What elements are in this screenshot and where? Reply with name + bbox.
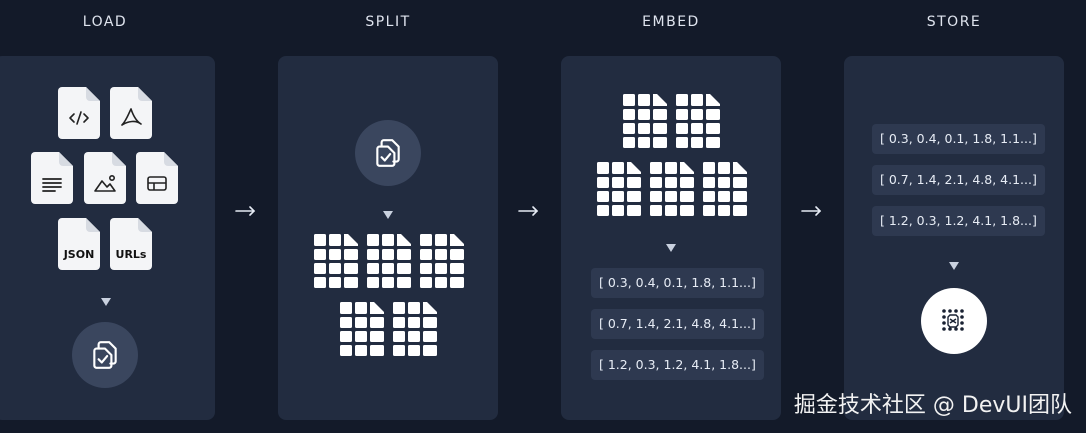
documents-circle	[72, 322, 138, 388]
stored-vector: [ 0.3, 0.4, 0.1, 1.8, 1.1...]	[872, 124, 1045, 154]
chunk-grid-icon	[420, 234, 464, 288]
chunk-grid-icon	[393, 302, 437, 356]
arrow-right-icon	[517, 204, 541, 218]
stage-title-load: LOAD	[82, 14, 128, 30]
document-circle	[355, 120, 421, 186]
pdf-file-icon	[110, 87, 152, 139]
json-file-label: JSON	[63, 248, 95, 261]
json-file-icon: JSON	[58, 218, 100, 270]
chunk-grid-icon	[314, 234, 358, 288]
embedding-vector: [ 0.7, 1.4, 2.1, 4.8, 4.1...]	[591, 309, 764, 339]
chunk-grid-icon	[676, 94, 720, 148]
copy-check-icon	[89, 339, 121, 371]
copy-check-icon	[372, 137, 404, 169]
chunk-grid-icon	[623, 94, 667, 148]
down-arrow-icon	[949, 255, 959, 263]
down-arrow-icon	[666, 237, 676, 245]
chunk-grid-icon	[650, 162, 694, 216]
vector-store-circle	[921, 288, 987, 354]
arrow-right-icon	[234, 204, 258, 218]
load-panel: JSON URLs	[0, 56, 215, 420]
text-file-icon	[31, 152, 73, 204]
stage-title-store: STORE	[926, 14, 982, 30]
chunk-grid-icon	[367, 234, 411, 288]
vector-store-icon	[942, 309, 964, 331]
embedding-vector: [ 1.2, 0.3, 1.2, 4.1, 1.8...]	[591, 350, 764, 380]
stored-vector: [ 0.7, 1.4, 2.1, 4.8, 4.1...]	[872, 165, 1045, 195]
watermark-text: 掘金技术社区 @ DevUI团队	[793, 393, 1072, 418]
split-panel	[278, 56, 498, 420]
store-panel: [ 0.3, 0.4, 0.1, 1.8, 1.1...] [ 0.7, 1.4…	[844, 56, 1064, 420]
embedding-vector: [ 0.3, 0.4, 0.1, 1.8, 1.1...]	[591, 268, 764, 298]
urls-file-label: URLs	[115, 248, 147, 261]
image-file-icon	[84, 152, 126, 204]
code-file-icon	[58, 87, 100, 139]
stage-title-embed: EMBED	[642, 14, 700, 30]
chunk-grid-icon	[597, 162, 641, 216]
table-file-icon	[136, 152, 178, 204]
down-arrow-icon	[383, 204, 393, 212]
chunk-grid-icon	[703, 162, 747, 216]
embed-panel: [ 0.3, 0.4, 0.1, 1.8, 1.1...] [ 0.7, 1.4…	[561, 56, 781, 420]
chunk-grid-icon	[340, 302, 384, 356]
arrow-right-icon	[800, 204, 824, 218]
stored-vector: [ 1.2, 0.3, 1.2, 4.1, 1.8...]	[872, 206, 1045, 236]
down-arrow-icon	[101, 291, 111, 299]
stage-title-split: SPLIT	[365, 14, 411, 30]
urls-file-icon: URLs	[110, 218, 152, 270]
